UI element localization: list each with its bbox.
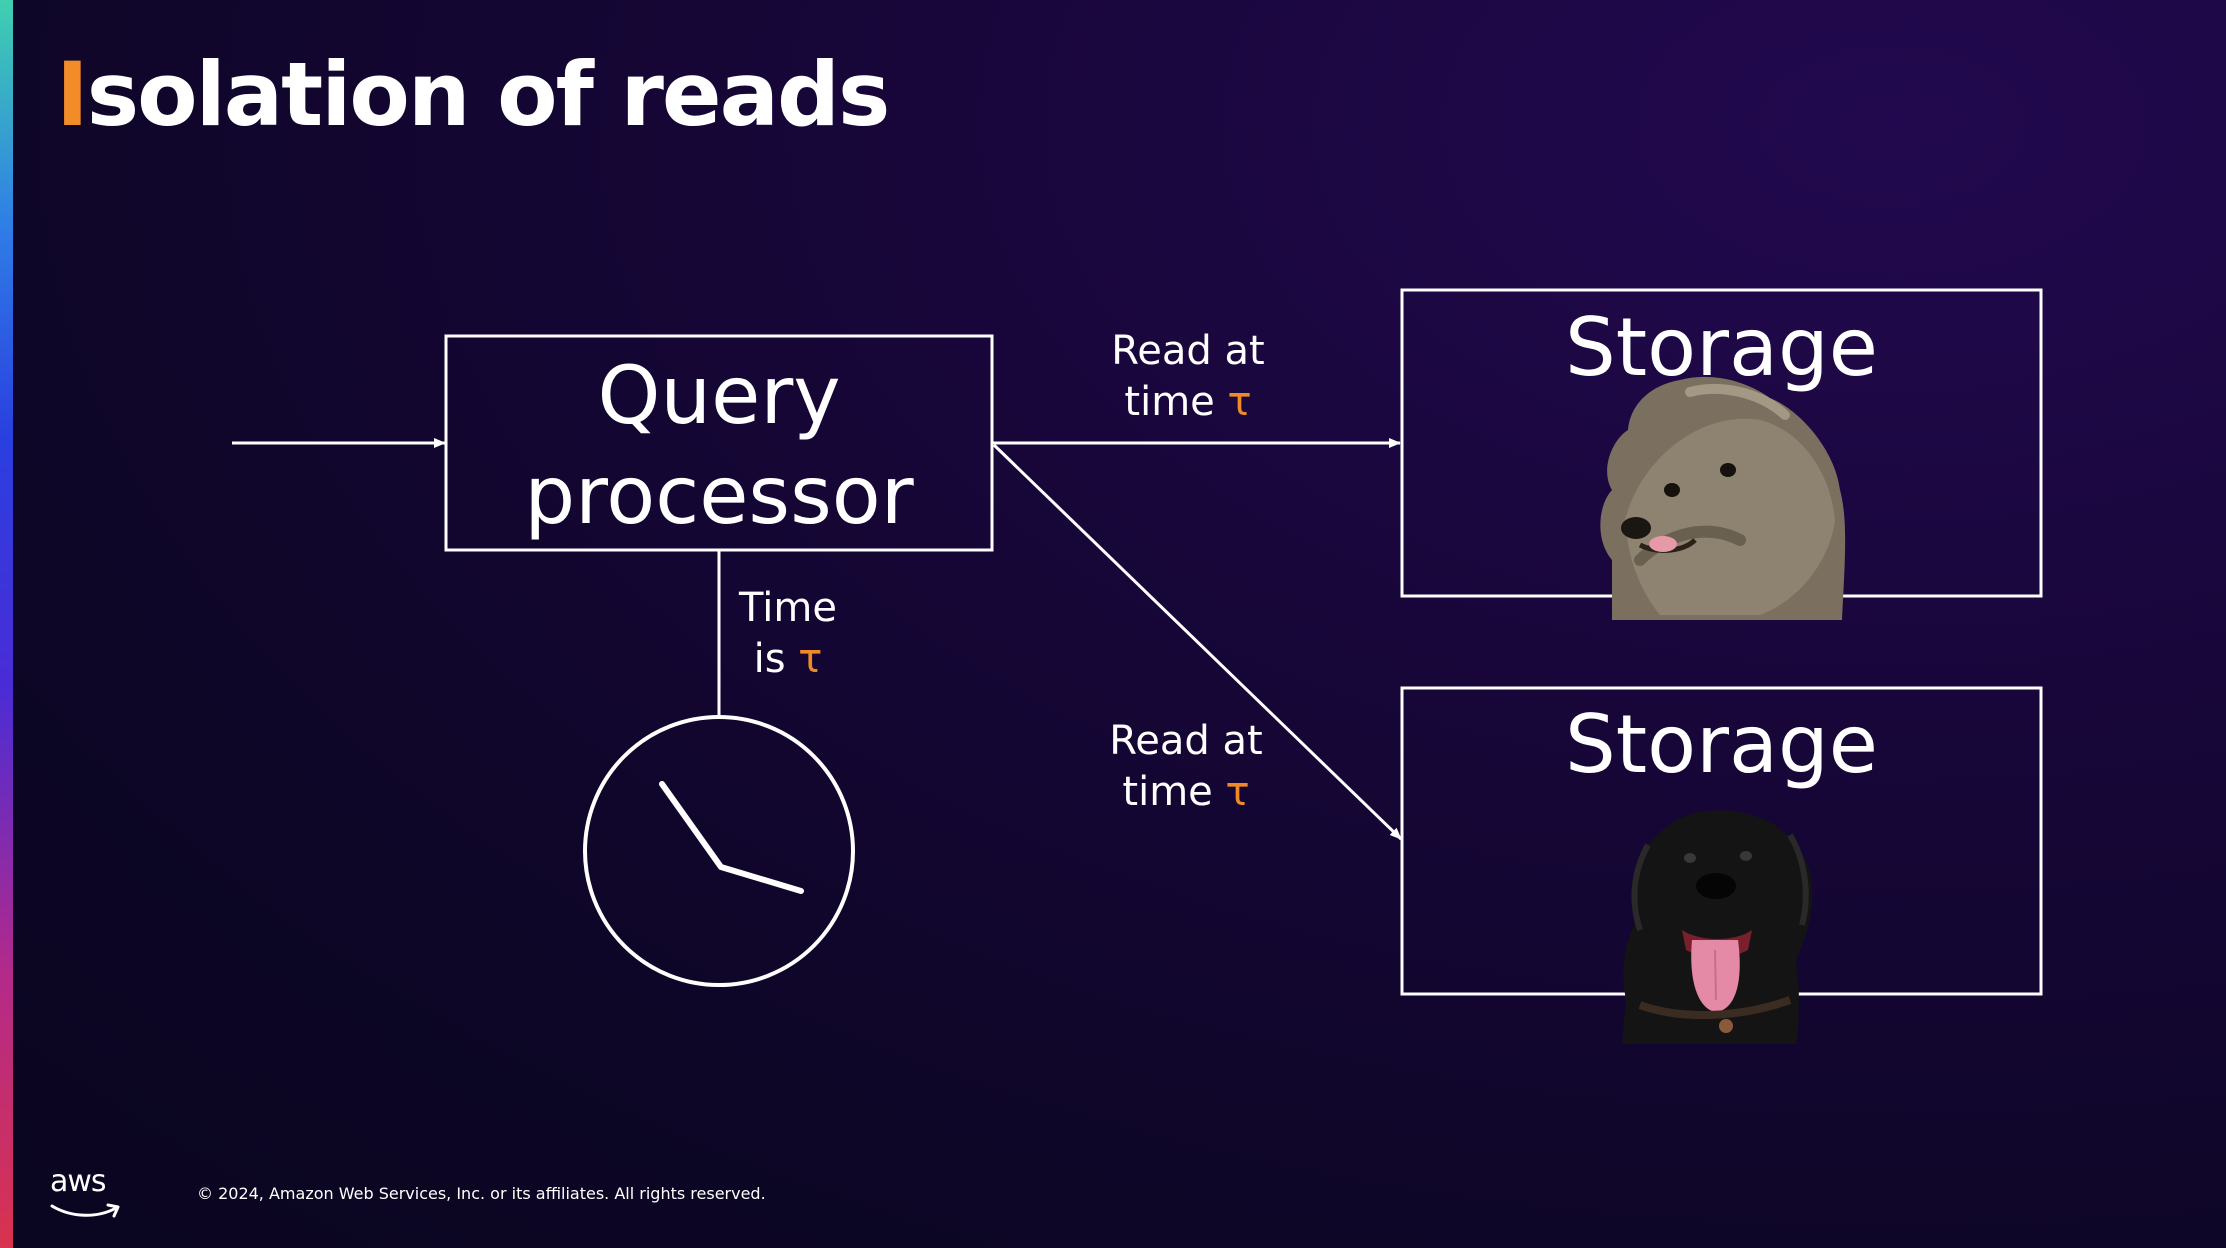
tau-symbol: τ: [798, 636, 823, 682]
query-processor-label: Query processor: [446, 346, 992, 546]
storage-label-top: Storage: [1564, 301, 1878, 394]
read-label-bottom-line2: time τ: [1122, 769, 1250, 815]
time-label-line1: Time: [739, 585, 837, 631]
read-label-top-line1: Read at: [1111, 328, 1265, 374]
aws-smile-icon: [50, 1203, 120, 1218]
read-label-bottom: Read at time τ: [1106, 716, 1266, 818]
accent-side-bar: [0, 0, 13, 1248]
copyright-footer: © 2024, Amazon Web Services, Inc. or its…: [197, 1184, 766, 1203]
tau-symbol: τ: [1225, 769, 1250, 815]
query-processor-line1: Query: [597, 349, 841, 442]
title-accent-letter: I: [56, 43, 89, 146]
title-text: solation of reads: [86, 43, 891, 146]
storage-label-bottom: Storage: [1564, 698, 1878, 791]
read-label-bottom-line1: Read at: [1109, 718, 1263, 764]
aws-logo: aws: [50, 1164, 122, 1220]
tau-symbol: τ: [1227, 379, 1252, 425]
time-label-line2: is τ: [753, 636, 823, 682]
time-label: Time is τ: [728, 583, 848, 685]
fluffy-gray-dog-photo: [1600, 376, 1846, 620]
read-label-top: Read at time τ: [1108, 326, 1268, 428]
aws-logo-text: aws: [50, 1164, 107, 1199]
query-processor-line2: processor: [524, 449, 914, 542]
read-label-top-line2: time τ: [1124, 379, 1252, 425]
read-arrow-bottom: [992, 443, 1403, 841]
clock-icon: [583, 715, 855, 987]
slide-title: Isolation of reads: [56, 43, 891, 146]
black-dog-photo: [1622, 810, 1813, 1044]
